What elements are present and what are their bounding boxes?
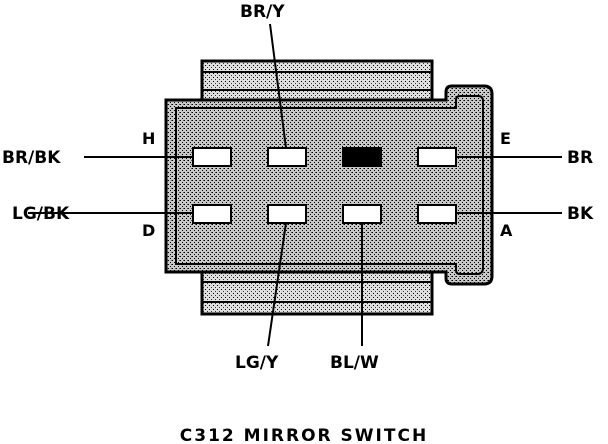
cavity-h (192, 147, 232, 167)
cavity-f-plugged (342, 147, 382, 167)
label-bk: BK (567, 204, 594, 224)
cavity-letter-h: H (142, 129, 155, 148)
cavity-c (267, 204, 307, 224)
wire-br-y (269, 23, 287, 149)
label-bl-w: BL/W (330, 353, 379, 373)
cavity-a (417, 204, 457, 224)
cavity-letter-d: D (142, 221, 155, 240)
cavity-g (267, 147, 307, 167)
cavity-e (417, 147, 457, 167)
cavity-d (192, 204, 232, 224)
connector-body (164, 84, 494, 286)
cavity-letter-e: E (500, 129, 511, 148)
connector-bottom-tab (200, 268, 434, 316)
diagram-caption: C312 MIRROR SWITCH (180, 426, 428, 444)
label-br-y: BR/Y (240, 2, 285, 22)
cavity-letter-a: A (500, 221, 513, 240)
wire-leaders (28, 23, 562, 347)
label-lg-bk: LG/BK (12, 204, 70, 224)
terminal-cavities (192, 147, 457, 224)
cavity-b (342, 204, 382, 224)
label-br-bk: BR/BK (2, 148, 61, 168)
wire-lg-y (267, 222, 287, 347)
label-br: BR (567, 148, 593, 168)
label-lg-y: LG/Y (235, 353, 279, 373)
connector-top-tab (200, 59, 434, 103)
